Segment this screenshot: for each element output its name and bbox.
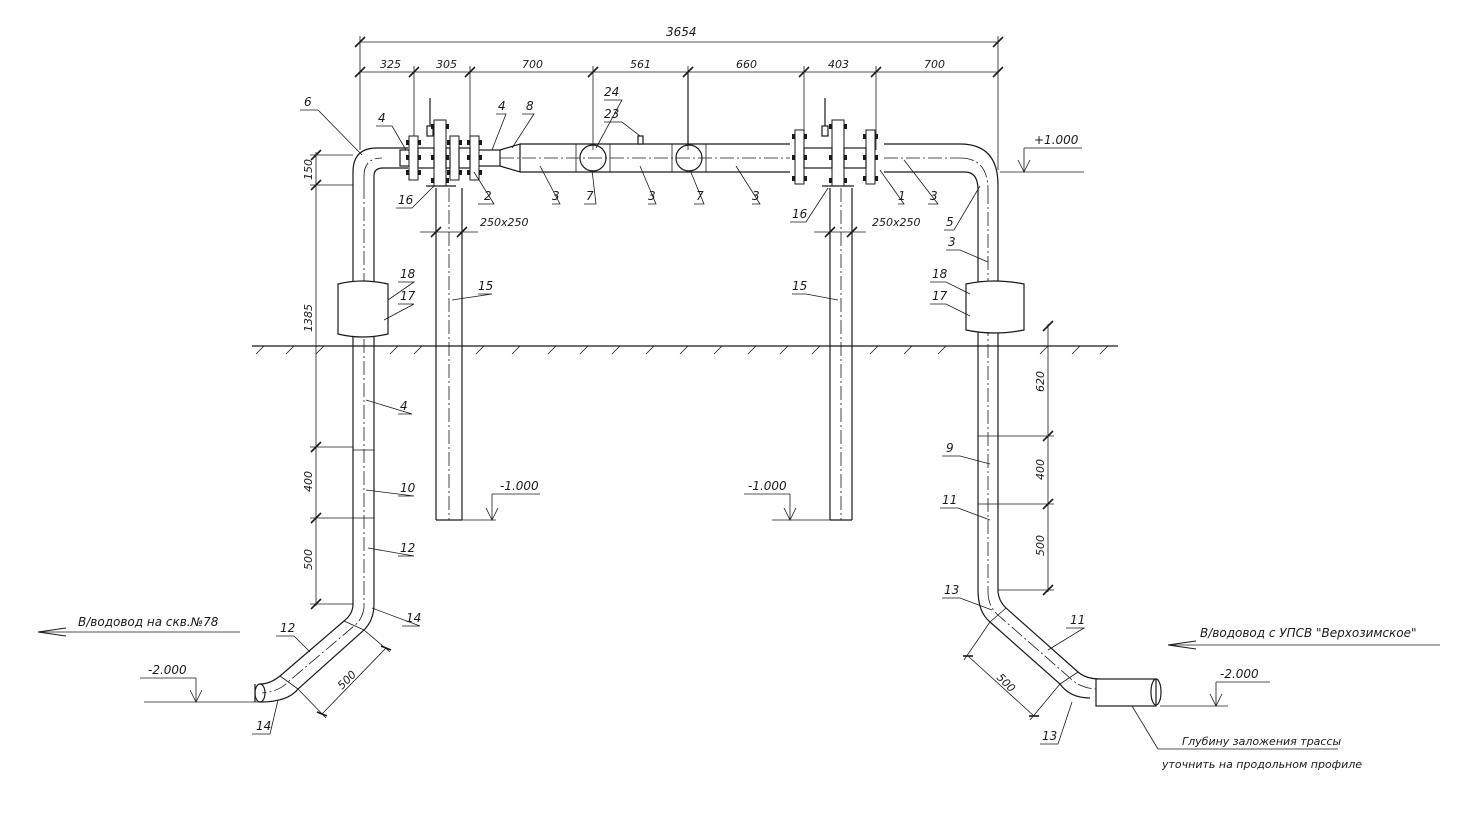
callout-10: 10	[400, 481, 416, 495]
right-support	[814, 188, 866, 521]
callout-3-e: 3	[948, 235, 956, 249]
callout-7-a: 7	[586, 189, 594, 203]
callouts: 6 4 4 8 24 23 16 2 3 7 3 7 3 16 1 3 5 3 …	[256, 85, 1085, 743]
callout-4-top-mid: 4	[498, 99, 506, 113]
right-valve-assembly	[792, 98, 878, 187]
callout-6: 6	[304, 95, 312, 109]
ground-line	[252, 345, 1118, 355]
dim-325: 325	[380, 58, 401, 71]
callout-2: 2	[484, 189, 492, 203]
callout-3-a: 3	[552, 189, 560, 203]
right-riser	[965, 190, 1162, 707]
dim-overall: 3654	[666, 25, 697, 39]
level-marks: +1.000 -1.000 -1.000 -2.000 -2.000	[140, 133, 1270, 707]
callout-14-top: 14	[406, 611, 421, 625]
dim-700-a: 700	[522, 58, 543, 71]
callout-16-left: 16	[398, 193, 414, 207]
callout-18-right: 18	[932, 267, 948, 281]
callout-17-left: 17	[400, 289, 416, 303]
note-line-1: Глубину заложения трассы	[1182, 735, 1342, 748]
dim-left-500: 500	[302, 549, 315, 570]
callout-3-d: 3	[930, 189, 938, 203]
level-support-right: -1.000	[748, 479, 787, 493]
callout-11-riser: 11	[942, 493, 957, 507]
plate-left-label: 250x250	[480, 216, 529, 229]
dim-left-diag-500: 500	[335, 668, 359, 692]
dim-right-400: 400	[1034, 459, 1047, 480]
note-line-2: уточнить на продольном профиле	[1161, 758, 1362, 771]
level-bottom-right: -2.000	[1220, 667, 1259, 681]
callout-11-elbow: 11	[1070, 613, 1085, 627]
callout-3-c: 3	[752, 189, 760, 203]
dim-right-620: 620	[1034, 371, 1047, 392]
level-top: +1.000	[1034, 133, 1079, 147]
callout-8: 8	[526, 99, 534, 113]
level-support-left: -1.000	[500, 479, 539, 493]
callout-24: 24	[604, 85, 619, 99]
left-vertical-dimensions: 150 1385 400 500 500	[297, 149, 392, 719]
callout-18-left: 18	[400, 267, 416, 281]
left-riser	[254, 185, 389, 703]
callout-12-elbow: 12	[280, 621, 295, 635]
dim-305: 305	[436, 58, 457, 71]
callout-14-bottom: 14	[256, 719, 271, 733]
dim-700-b: 700	[924, 58, 945, 71]
callout-15-left: 15	[478, 279, 493, 293]
callout-leaders	[252, 99, 1086, 745]
callout-12-riser: 12	[400, 541, 415, 555]
callout-3-b: 3	[648, 189, 656, 203]
callout-13-bottom: 13	[1042, 729, 1057, 743]
dim-660: 660	[736, 58, 757, 71]
dim-403: 403	[828, 58, 849, 71]
callout-1: 1	[898, 189, 906, 203]
callout-15-right: 15	[792, 279, 807, 293]
right-direction-label: В/водовод с УПСВ "Верхозимское"	[1200, 626, 1417, 640]
left-valve-assembly	[406, 98, 482, 187]
callout-9: 9	[946, 441, 954, 455]
level-bottom-left: -2.000	[148, 663, 187, 677]
callout-4-top-left: 4	[378, 111, 386, 125]
dim-left-400: 400	[302, 471, 315, 492]
plate-right-label: 250x250	[872, 216, 921, 229]
callout-16-right: 16	[792, 207, 808, 221]
dim-left-150: 150	[302, 159, 315, 180]
callout-7-b: 7	[696, 189, 704, 203]
callout-13-top: 13	[944, 583, 959, 597]
dim-right-diag-500: 500	[994, 671, 1018, 695]
callout-23: 23	[604, 107, 619, 121]
top-dimensions: 3654 325 305 700 561 660 403 700	[354, 25, 1004, 170]
callout-17-right: 17	[932, 289, 948, 303]
flow-labels: В/водовод на скв.№78 В/водовод с УПСВ "В…	[38, 615, 1440, 771]
dim-right-500: 500	[1034, 535, 1047, 556]
left-support	[420, 188, 478, 521]
callout-4-riser: 4	[400, 399, 408, 413]
dim-561: 561	[630, 58, 651, 71]
callout-5: 5	[946, 215, 954, 229]
dim-left-1385: 1385	[302, 304, 315, 332]
right-vertical-dimensions: 620 400 500 500	[963, 320, 1061, 721]
left-direction-label: В/водовод на скв.№78	[78, 615, 219, 629]
